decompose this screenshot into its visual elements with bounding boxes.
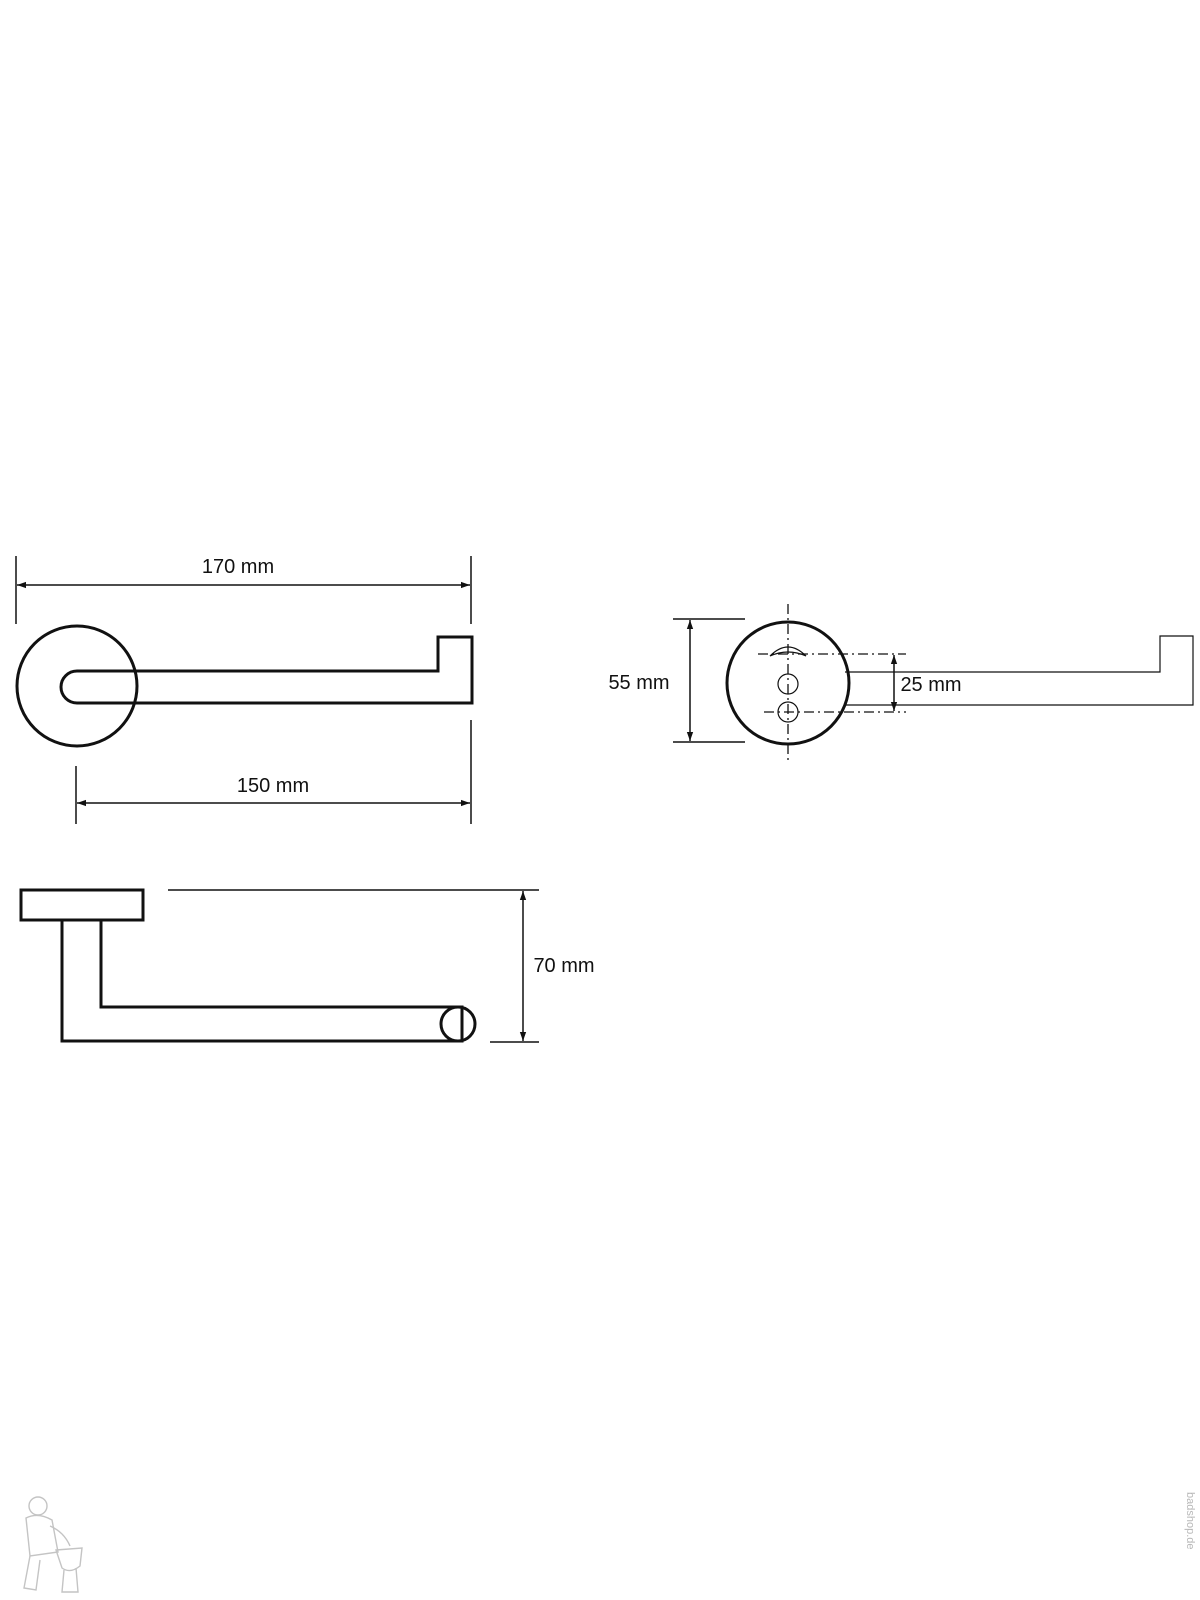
dimension-25: 25 mm	[890, 655, 962, 711]
front-view: 170 mm 150 mm	[15, 556, 474, 824]
front-rosette	[15, 624, 139, 748]
side-arm	[845, 635, 1194, 706]
dimension-label-170: 170 mm	[202, 556, 274, 578]
dimension-label-70: 70 mm	[533, 955, 594, 977]
dimension-label-25: 25 mm	[900, 674, 961, 696]
front-arm	[59, 635, 474, 705]
watermark-site-text: badshop.de	[1184, 1492, 1196, 1550]
hole-bottom	[777, 701, 799, 723]
dimension-label-55: 55 mm	[608, 672, 669, 694]
projection-view: 70 mm	[19, 888, 595, 1043]
projection-arm	[60, 920, 464, 1043]
keyhole-slot	[769, 646, 807, 657]
wall-plate	[19, 888, 145, 922]
dimension-150: 150 mm	[75, 720, 472, 824]
dimension-label-150: 150 mm	[237, 775, 309, 797]
dimension-55: 55 mm	[608, 618, 745, 743]
arm-end-cap	[439, 1005, 477, 1043]
side-view: 55 mm 25 mm	[608, 604, 1194, 762]
plumber-mascot-icon	[23, 1496, 83, 1593]
dimension-70: 70 mm	[168, 889, 595, 1043]
dimension-170: 170 mm	[15, 556, 472, 624]
hole-top	[777, 673, 799, 695]
